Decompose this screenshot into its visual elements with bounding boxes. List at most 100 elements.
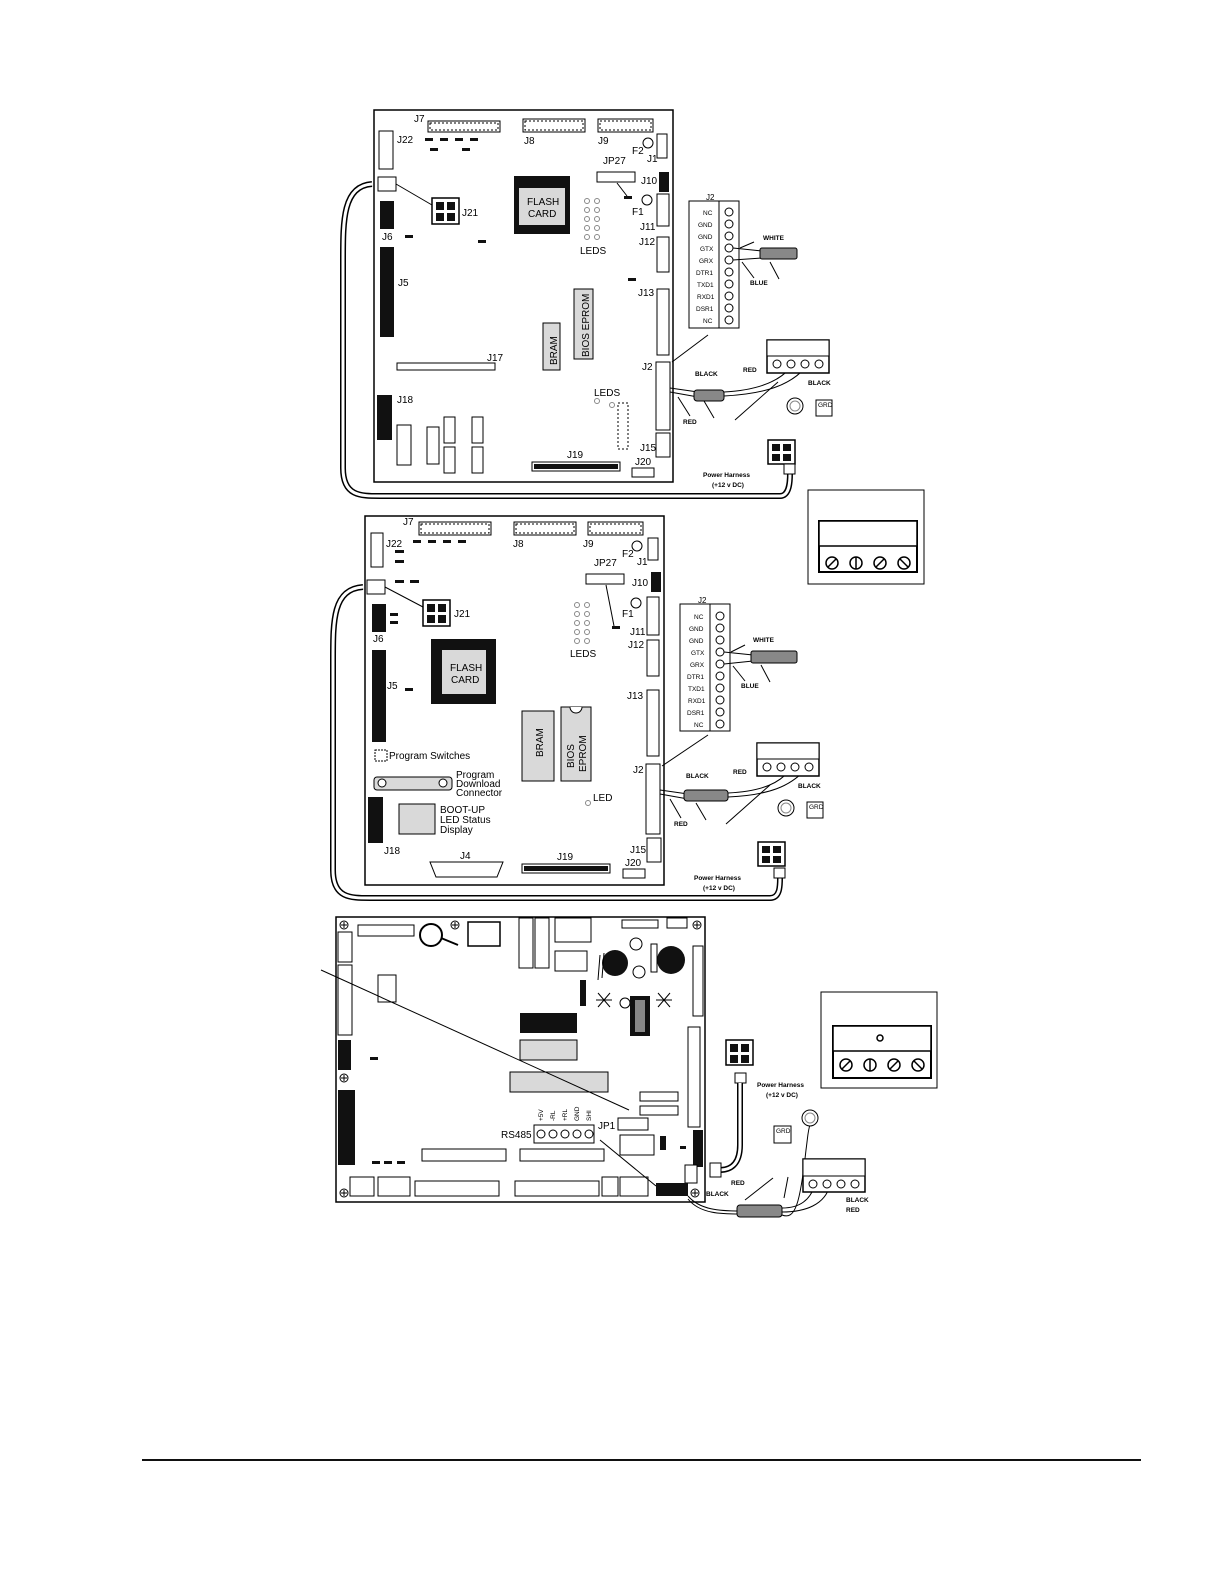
rs485-pin-label: -RL (550, 1110, 557, 1121)
label-red-5: RED (731, 1180, 745, 1187)
label-black-3: BLACK (686, 773, 709, 780)
label-white: WHITE (763, 235, 785, 242)
label-grd-1: GRD (818, 402, 833, 409)
header-j8 (522, 118, 586, 133)
label-j7: J7 (414, 114, 425, 125)
bram-chip (542, 322, 561, 371)
connector-j15-2 (646, 837, 662, 863)
label-j5: J5 (398, 278, 409, 289)
j2-pin-label: RXD1 (697, 294, 715, 301)
label-j8: J8 (524, 136, 535, 147)
label-j21-2: J21 (454, 609, 471, 620)
label-j9-2: J9 (583, 539, 594, 550)
j2-pinout-detail-2: J2 NC GND GND GTX GRX DTR1 TXD1 RXD1 DSR… (661, 596, 798, 767)
label-blue: BLUE (750, 280, 768, 287)
label-j11: J11 (640, 222, 656, 233)
connector-j5 (380, 247, 394, 337)
j2-pinout-detail-1: J2 NC GND GND GTX GRX DTR1 TXD1 RXD1 DSR… (671, 193, 798, 363)
label-jp27: JP27 (603, 156, 626, 167)
label-f1-2: F1 (622, 609, 634, 620)
board-1: J7 J8 J9 J22 F2 J1 JP27 J10 F1 J11 J12 (340, 109, 793, 499)
label-leds-top: LEDS (580, 246, 606, 257)
j2-pin-label: TXD1 (697, 282, 714, 289)
label-bootup-1: BOOT-UP (440, 805, 485, 816)
rs485-pin-label: +RL (562, 1109, 569, 1121)
label-black-1: BLACK (695, 371, 718, 378)
label-j13: J13 (638, 288, 655, 299)
label-j22: J22 (397, 135, 414, 146)
label-rs485: RS485 (501, 1130, 532, 1141)
header-j7-2 (418, 521, 492, 536)
j2-pin-label: GRX (699, 258, 714, 265)
bios-eprom-label-2-line-2: EPROM (578, 735, 589, 772)
flash-card-2-line-2: CARD (451, 675, 479, 686)
label-f2-2: F2 (622, 549, 634, 560)
connector-j17 (396, 362, 496, 371)
connector-j18 (377, 395, 392, 440)
label-j13-2: J13 (627, 691, 644, 702)
label-download-1: Program (456, 770, 494, 781)
wiring-board-1: BLACK RED BLACK RED GRD Power Harness (+… (669, 339, 833, 489)
j2-pin-label: DTR1 (687, 674, 704, 681)
terminal-inset-2 (820, 991, 938, 1089)
header-j9 (597, 118, 654, 133)
header-j8-2 (513, 521, 577, 536)
rs485-pin-label: SHI (586, 1110, 593, 1121)
label-j6-2: J6 (373, 634, 384, 645)
rs485-pin-label: GND (574, 1106, 581, 1121)
j2-pin-label: GRX (690, 662, 705, 669)
j2-detail-title-2: J2 (698, 596, 707, 605)
label-j9: J9 (598, 136, 609, 147)
label-j20-2: J20 (625, 858, 642, 869)
power-harness-2-line-2: (+12 v DC) (703, 885, 735, 892)
board-3: JP1 RS485 +5V -RL +RL GND SHI (320, 916, 706, 1203)
connector-j5-2 (372, 650, 386, 742)
connector-j1-2 (647, 537, 659, 561)
connector-j10-2 (651, 572, 661, 592)
connector-j20-2 (622, 868, 646, 879)
wiring-board-3: BLACK RED BLACK RED GRD Power Harness (+… (687, 1039, 869, 1218)
j2-detail-title: J2 (706, 193, 715, 202)
label-bootup-2: LED Status (440, 815, 491, 826)
header-j7 (427, 120, 501, 133)
program-switches (374, 749, 388, 762)
connector-j13 (656, 288, 670, 356)
label-j5-2: J5 (387, 681, 398, 692)
label-red-3: RED (733, 769, 747, 776)
connector-j2 (655, 361, 671, 431)
label-red-1: RED (743, 367, 757, 374)
label-grd-3: GRD (776, 1128, 791, 1135)
flash-card-line-1: FLASH (527, 197, 559, 208)
label-j1-2: J1 (637, 557, 648, 568)
label-j8-2: J8 (513, 539, 524, 550)
wiring-board-2: BLACK RED BLACK RED GRD Power Harness (+… (659, 742, 824, 892)
label-white-2: WHITE (753, 637, 775, 644)
label-grd-2: GRD (809, 804, 824, 811)
j2-pin-label: GTX (691, 650, 705, 657)
j2-pin-label: RXD1 (688, 698, 706, 705)
bootup-display (398, 803, 436, 835)
connector-j6 (380, 201, 394, 229)
label-j21: J21 (462, 208, 479, 219)
label-black-2: BLACK (808, 380, 831, 387)
label-j12-2: J12 (628, 640, 645, 651)
label-j20: J20 (635, 457, 652, 468)
fuse-f2 (642, 137, 654, 149)
label-j1: J1 (647, 154, 658, 165)
power-harness-3-line-1: Power Harness (757, 1082, 804, 1089)
power-harness-1-line-1: Power Harness (703, 472, 750, 479)
label-red-6: RED (846, 1207, 860, 1214)
j2-pin-label: DSR1 (696, 306, 714, 313)
connector-j6-2 (372, 604, 386, 632)
label-j10: J10 (641, 176, 658, 187)
jumper-jp27 (596, 171, 636, 183)
bram-label-2: BRAM (535, 728, 546, 757)
connector-j22-2 (370, 532, 384, 568)
bios-eprom-chip-2 (560, 706, 592, 782)
connector-j22 (378, 130, 394, 170)
label-j18: J18 (397, 395, 414, 406)
bios-eprom-label: BIOS EPROM (581, 294, 592, 357)
label-download-3: Connector (456, 788, 503, 799)
connector-j12 (656, 236, 670, 273)
